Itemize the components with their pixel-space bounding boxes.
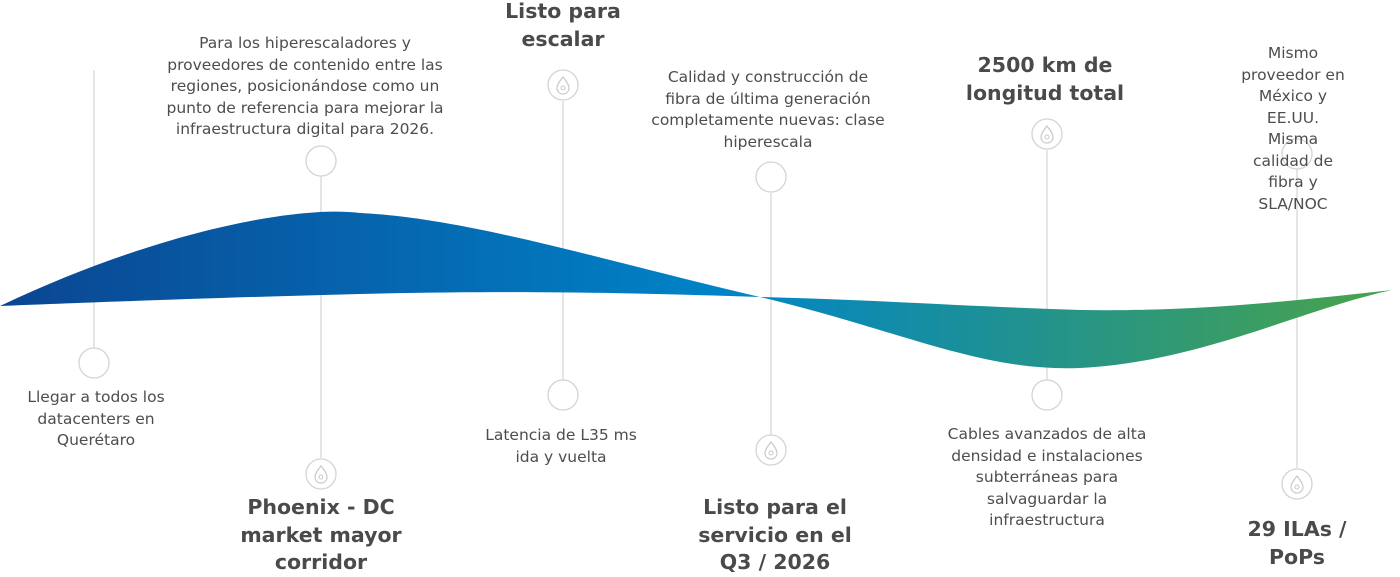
drop-icon bbox=[305, 458, 337, 490]
marker-circle bbox=[547, 379, 579, 411]
milestone-proveedor-heading: 29 ILAs / PoPs bbox=[1247, 517, 1347, 569]
drop-markers bbox=[305, 69, 1313, 500]
marker-circle bbox=[1031, 379, 1063, 411]
milestone-longitud-text: Cables avanzados de alta densidad e inst… bbox=[947, 425, 1147, 529]
marker-circle bbox=[755, 161, 787, 193]
marker-circle bbox=[78, 347, 110, 379]
wave-shape bbox=[0, 211, 1392, 369]
milestone-hiperescala-heading: Listo para el servicio en el Q3 / 2026 bbox=[698, 495, 852, 574]
marker-circle bbox=[1281, 138, 1313, 170]
markers bbox=[78, 138, 1313, 411]
milestone-proveedor-text: Mismo proveedor en México y EE.UU. Misma… bbox=[1241, 44, 1345, 213]
drop-icon bbox=[755, 434, 787, 466]
milestone-queretaro-text: Llegar a todos los datacenters en Querét… bbox=[27, 388, 165, 449]
milestone-hiperescala-text: Calidad y construcción de fibra de últim… bbox=[651, 68, 885, 151]
drop-icon bbox=[1031, 118, 1063, 150]
drop-icon bbox=[547, 69, 579, 101]
milestone-escalar-text: Latencia de L35 ms ida y vuelta bbox=[485, 426, 637, 466]
drop-icon bbox=[1281, 468, 1313, 500]
milestone-escalar-heading: Listo para escalar bbox=[505, 0, 621, 51]
marker-circle bbox=[305, 145, 337, 177]
milestone-phoenix-text: Para los hiperescaladores y proveedores … bbox=[166, 34, 444, 138]
milestone-phoenix-heading: Phoenix - DC market mayor corridor bbox=[240, 495, 402, 574]
milestone-longitud-heading: 2500 km de longitud total bbox=[965, 53, 1125, 105]
